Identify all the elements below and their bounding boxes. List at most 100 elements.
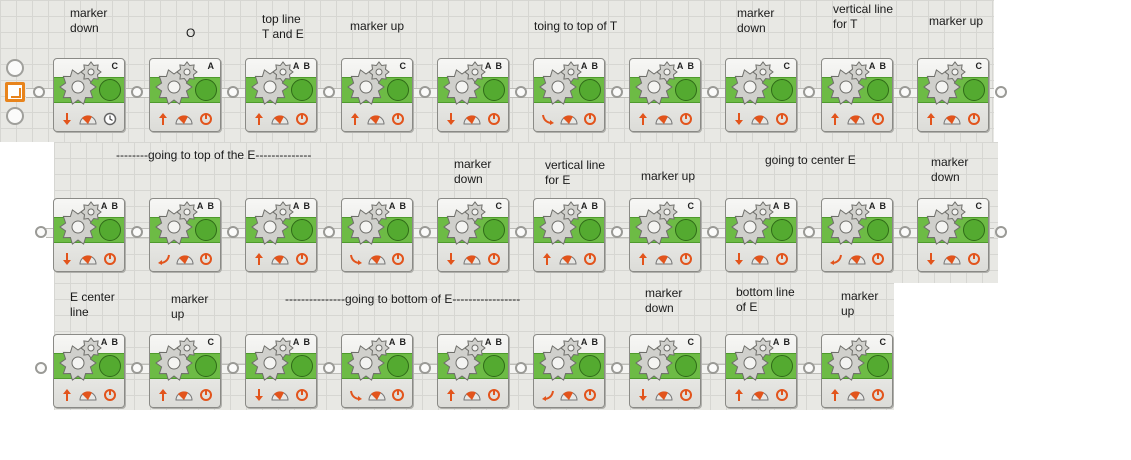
- motor-block[interactable]: A B: [149, 198, 221, 272]
- sequence-connector[interactable]: [323, 86, 335, 98]
- motor-port-label: C: [687, 337, 695, 347]
- turn-left-icon: [157, 252, 171, 266]
- sequence-connector[interactable]: [131, 362, 143, 374]
- comment-label: top line T and E: [262, 12, 304, 41]
- motor-indicator-circle: [867, 355, 889, 377]
- rotation-icon: [775, 252, 789, 266]
- sequence-connector[interactable]: [707, 86, 719, 98]
- sequence-connector[interactable]: [995, 86, 1007, 98]
- motor-block[interactable]: A B: [629, 58, 701, 132]
- sequence-connector[interactable]: [515, 226, 527, 238]
- rotation-icon: [391, 252, 405, 266]
- motor-settings-icons: [246, 247, 316, 271]
- motor-block[interactable]: A: [149, 58, 221, 132]
- rotation-icon: [199, 112, 213, 126]
- sequence-connector[interactable]: [33, 86, 45, 98]
- sequence-connector[interactable]: [419, 226, 431, 238]
- small-gear-icon: [656, 201, 678, 223]
- sequence-connector[interactable]: [803, 362, 815, 374]
- motor-block[interactable]: A B: [821, 58, 893, 132]
- sequence-connector[interactable]: [419, 362, 431, 374]
- motor-indicator-circle: [483, 355, 505, 377]
- motor-indicator-circle: [771, 355, 793, 377]
- motor-block[interactable]: A B: [437, 58, 509, 132]
- sequence-connector[interactable]: [323, 226, 335, 238]
- arrow-down-icon: [925, 252, 937, 266]
- small-gear-icon: [368, 337, 390, 359]
- turn-right-icon: [541, 112, 555, 126]
- motor-settings-icons: [438, 107, 508, 131]
- sequence-connector[interactable]: [707, 362, 719, 374]
- motor-block[interactable]: A B: [53, 198, 125, 272]
- sequence-connector[interactable]: [35, 362, 47, 374]
- motor-block[interactable]: A B: [53, 334, 125, 408]
- motor-block[interactable]: A B: [725, 334, 797, 408]
- motor-block[interactable]: C: [821, 334, 893, 408]
- motor-indicator-circle: [771, 219, 793, 241]
- motor-block[interactable]: A B: [437, 334, 509, 408]
- motor-block[interactable]: A B: [821, 198, 893, 272]
- rotation-icon: [871, 252, 885, 266]
- motor-block[interactable]: C: [341, 58, 413, 132]
- rotation-icon: [487, 252, 501, 266]
- small-gear-icon: [368, 61, 390, 83]
- sequence-connector[interactable]: [323, 362, 335, 374]
- motor-block[interactable]: C: [725, 58, 797, 132]
- motor-indicator-circle: [963, 79, 985, 101]
- sequence-connector[interactable]: [131, 86, 143, 98]
- sequence-connector[interactable]: [515, 86, 527, 98]
- comment-label: vertical line for E: [545, 158, 606, 187]
- motor-block[interactable]: A B: [341, 334, 413, 408]
- sequence-connector[interactable]: [803, 226, 815, 238]
- motor-block[interactable]: A B: [245, 334, 317, 408]
- motor-block[interactable]: C: [917, 58, 989, 132]
- sequence-connector[interactable]: [515, 362, 527, 374]
- arrow-down-icon: [733, 112, 745, 126]
- sequence-connector[interactable]: [707, 226, 719, 238]
- motor-block[interactable]: C: [53, 58, 125, 132]
- sequence-connector[interactable]: [899, 226, 911, 238]
- start-block-icon[interactable]: [5, 82, 25, 102]
- motor-block[interactable]: A B: [245, 58, 317, 132]
- sequence-connector[interactable]: [803, 86, 815, 98]
- motor-block[interactable]: C: [917, 198, 989, 272]
- power-icon: [271, 113, 289, 125]
- small-gear-icon: [560, 61, 582, 83]
- sequence-connector[interactable]: [899, 86, 911, 98]
- motor-block[interactable]: C: [629, 334, 701, 408]
- sequence-connector[interactable]: [611, 226, 623, 238]
- sequence-connector[interactable]: [227, 226, 239, 238]
- motor-block[interactable]: A B: [341, 198, 413, 272]
- start-connector-bottom[interactable]: [6, 107, 24, 125]
- motor-block[interactable]: C: [149, 334, 221, 408]
- power-icon: [368, 253, 386, 265]
- arrow-up-icon: [157, 388, 169, 402]
- sequence-connector[interactable]: [611, 362, 623, 374]
- motor-port-label: A B: [580, 337, 599, 347]
- motor-block[interactable]: C: [629, 198, 701, 272]
- sequence-connector[interactable]: [419, 86, 431, 98]
- motor-settings-icons: [54, 383, 124, 407]
- sequence-connector[interactable]: [227, 86, 239, 98]
- rotation-icon: [871, 388, 885, 402]
- motor-block[interactable]: A B: [533, 58, 605, 132]
- start-connector-top[interactable]: [6, 59, 24, 77]
- sequence-connector[interactable]: [131, 226, 143, 238]
- motor-block[interactable]: A B: [533, 334, 605, 408]
- motor-block[interactable]: A B: [533, 198, 605, 272]
- turn-left-icon: [829, 252, 843, 266]
- sequence-connector[interactable]: [611, 86, 623, 98]
- comment-label: marker down: [645, 286, 683, 315]
- small-gear-icon: [560, 201, 582, 223]
- motor-block[interactable]: A B: [245, 198, 317, 272]
- power-icon: [655, 113, 673, 125]
- sequence-connector[interactable]: [227, 362, 239, 374]
- motor-block[interactable]: C: [437, 198, 509, 272]
- sequence-connector[interactable]: [995, 226, 1007, 238]
- motor-port-label: A B: [868, 61, 887, 71]
- power-icon: [751, 113, 769, 125]
- motor-port-label: A B: [100, 337, 119, 347]
- timer-icon: [103, 112, 117, 126]
- sequence-connector[interactable]: [35, 226, 47, 238]
- motor-block[interactable]: A B: [725, 198, 797, 272]
